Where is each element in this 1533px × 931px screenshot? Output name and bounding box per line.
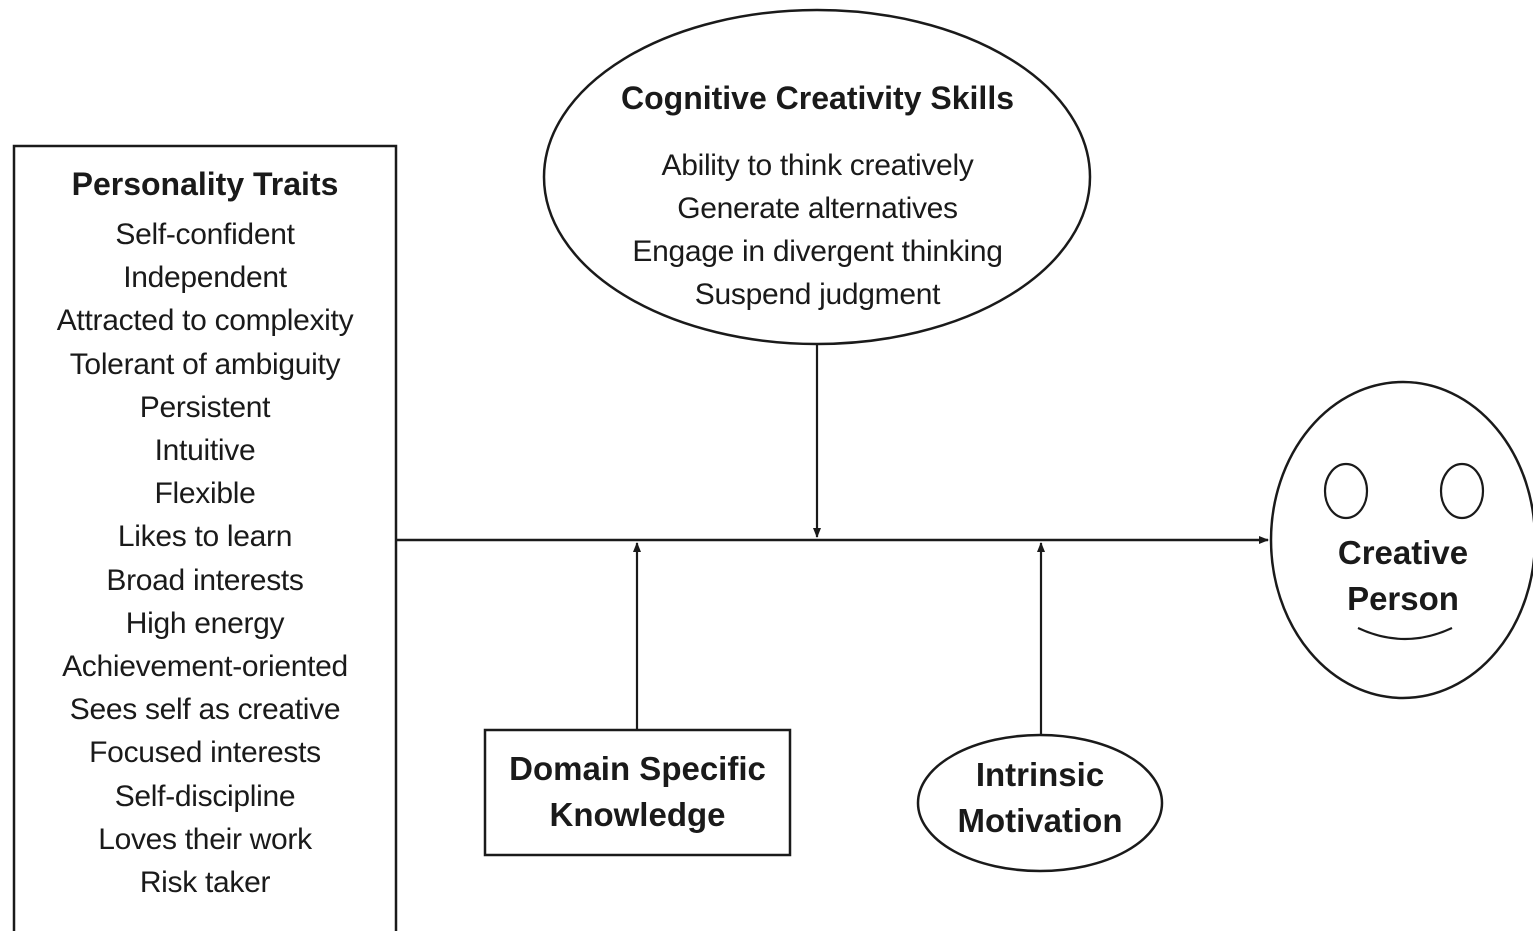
personality-trait-item: Tolerant of ambiguity: [69, 347, 341, 381]
creative-person-line1: Creative: [1337, 534, 1469, 571]
domain-knowledge-line1: Domain Specific: [509, 750, 766, 787]
cognitive-skill-item: Ability to think creatively: [661, 149, 974, 182]
intrinsic-motivation-label: Intrinsic Motivation: [918, 752, 1162, 844]
personality-trait-item: High energy: [125, 606, 285, 640]
creative-person-label: Creative Person: [1270, 530, 1533, 622]
personality-traits-list: Self-confident Independent Attracted to …: [14, 213, 396, 904]
personality-trait-item: Independent: [123, 261, 287, 295]
personality-trait-item: Risk taker: [139, 866, 271, 900]
personality-trait-item: Intuitive: [154, 434, 256, 468]
creative-person-line2: Person: [1347, 580, 1459, 617]
personality-trait-item: Attracted to complexity: [56, 304, 354, 338]
intrinsic-motivation-line1: Intrinsic: [975, 756, 1105, 793]
domain-knowledge-line2: Knowledge: [549, 796, 726, 833]
personality-trait-item: Persistent: [139, 390, 271, 424]
cognitive-skill-item: Suspend judgment: [694, 278, 941, 311]
right-eye-icon: [1439, 462, 1485, 520]
domain-knowledge-box: [483, 728, 792, 857]
personality-traits-box: [12, 144, 398, 931]
cognitive-skills-title: Cognitive Creativity Skills: [620, 80, 1014, 116]
personality-traits-title: Personality Traits: [71, 166, 339, 202]
cognitive-skills-list: Ability to think creatively Generate alt…: [545, 144, 1090, 316]
cognitive-skill-item: Generate alternatives: [677, 192, 958, 225]
domain-knowledge-label: Domain Specific Knowledge: [485, 746, 790, 838]
creative-person-face: [1269, 380, 1533, 700]
cognitive-skill-item: Engage in divergent thinking: [632, 235, 1003, 268]
personality-traits-panel: Personality Traits Self-confident Indepe…: [14, 166, 396, 904]
intrinsic-motivation-line2: Motivation: [957, 802, 1123, 839]
personality-trait-item: Achievement-oriented: [62, 650, 348, 684]
intrinsic-motivation-ellipse: [916, 733, 1164, 873]
personality-trait-item: Focused interests: [89, 736, 321, 770]
personality-trait-item: Flexible: [154, 477, 256, 511]
left-eye-icon: [1323, 462, 1369, 520]
personality-trait-item: Sees self as creative: [69, 693, 341, 727]
personality-trait-item: Loves their work: [98, 822, 312, 856]
personality-trait-item: Broad interests: [106, 563, 304, 597]
smile-icon: [1357, 627, 1453, 641]
personality-trait-item: Self-discipline: [114, 779, 296, 813]
personality-trait-item: Self-confident: [115, 218, 295, 251]
personality-trait-item: Likes to learn: [117, 520, 293, 554]
